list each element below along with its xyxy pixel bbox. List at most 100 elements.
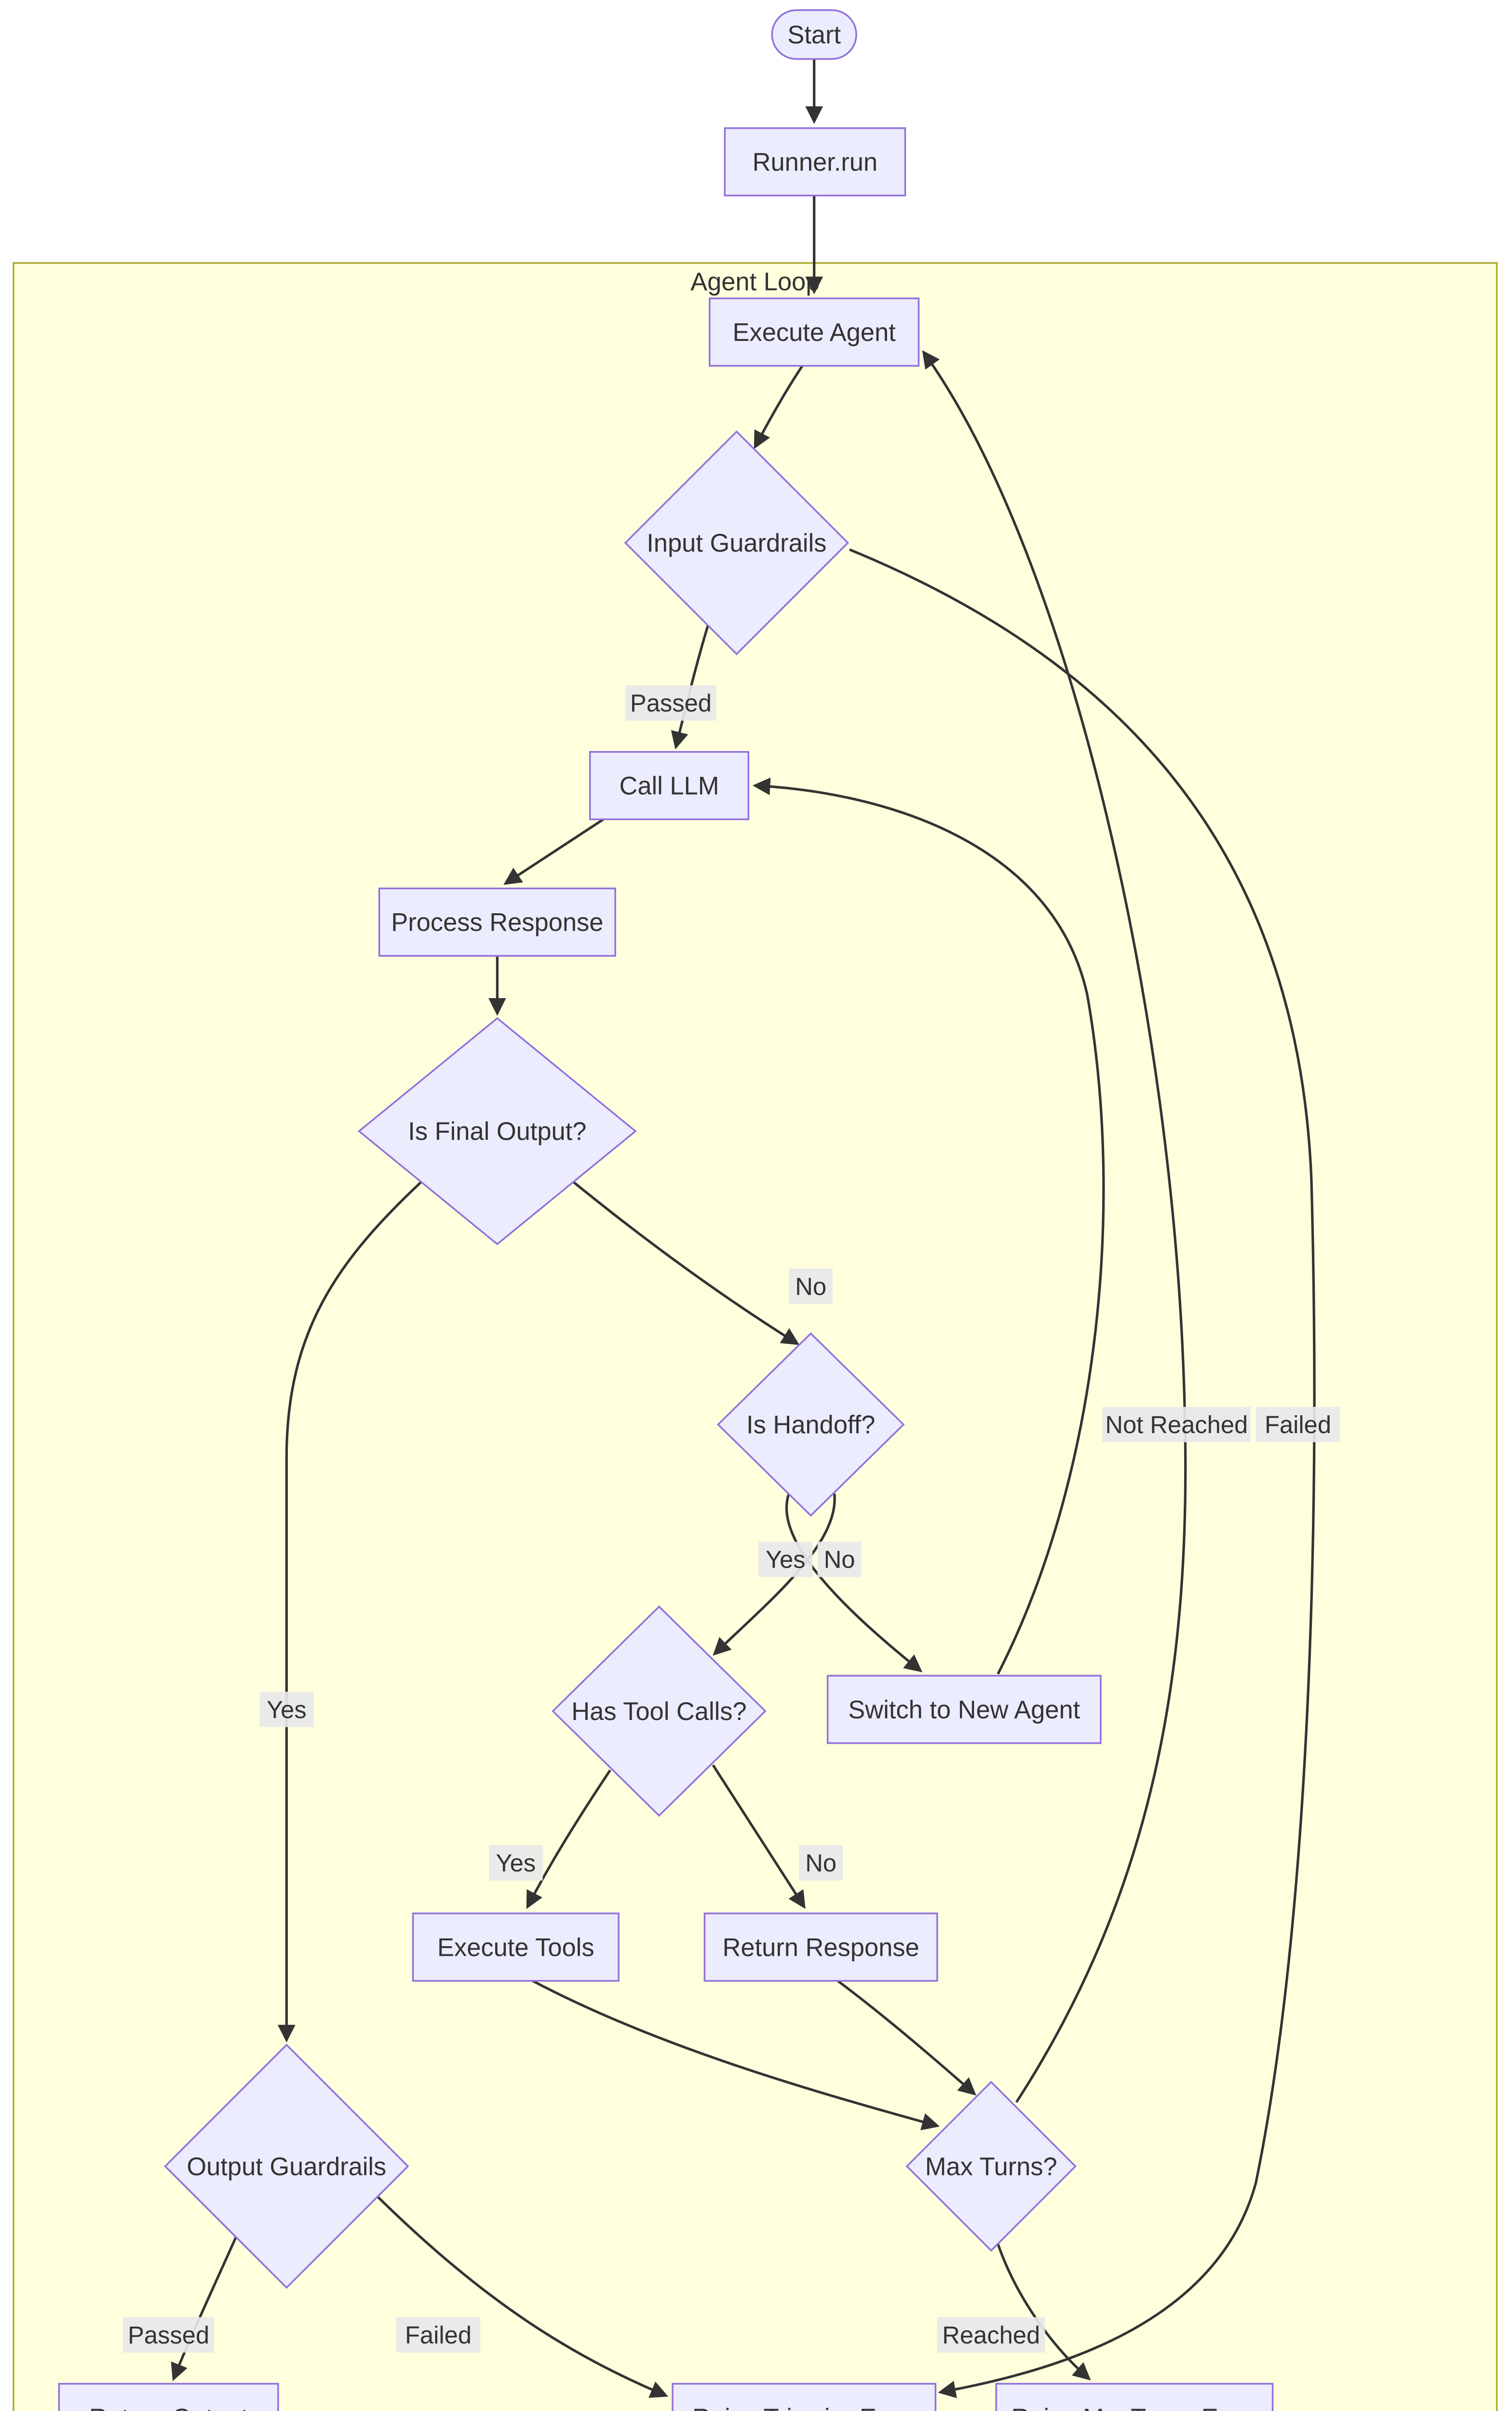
is-handoff-shape [716,1332,905,1517]
edge-label-bg [625,685,716,721]
edge-label-text: No [824,1546,855,1573]
return-response-shape [703,1912,938,1982]
is-final-output-shape [357,1017,637,1246]
edge-label-bg [799,1845,843,1881]
max-turns-shape [905,2081,1077,2252]
node-max-turns: Max Turns? [905,2081,1077,2252]
edge-has-tool-calls-return-response [712,1764,806,1909]
edge-label-text: Reached [942,2321,1040,2349]
edge-label-bg [488,1845,543,1881]
edge-label-bg [817,1542,862,1577]
node-call-llm: Call LLM [589,751,750,820]
edge-is-handoff-switch-new-agent [785,1493,923,1673]
edge-label-text: Yes [766,1546,806,1573]
node-runner-run: Runner.run [724,127,906,197]
node-is-handoff: Is Handoff? [716,1332,905,1517]
output-guardrails-label: Output Guardrails [187,2153,386,2181]
edge-max-turns-raise-maxturns [997,2243,1091,2381]
edge-max-turns-execute-agent [922,350,1187,2103]
edge-execute-tools-max-turns [532,1979,940,2130]
return-output-label: Return Output [89,2404,248,2411]
edge-label-bg [789,1268,833,1304]
max-turns-label: Max Turns? [925,2153,1057,2181]
edge-output-guardrails-return-output [171,2236,237,2382]
start-label: Start [787,21,841,49]
node-input-guardrails: Input Guardrails [624,430,850,655]
edge-input-guardrails-raise-tripwire [849,548,1316,2398]
is-handoff-label: Is Handoff? [746,1411,875,1439]
node-return-output: Return Output [58,2383,279,2411]
input-guardrails-label: Input Guardrails [647,529,826,557]
edge-output-guardrails-raise-tripwire [377,2195,669,2398]
edge-label-turns-not-reached: Not Reached [1102,1407,1251,1442]
execute-agent-shape [709,298,920,367]
edge-label-output-failed: Failed [396,2317,481,2353]
edge-is-final-output-output-guardrails [277,1180,422,2043]
node-execute-agent: Execute Agent [709,298,920,367]
execute-agent-label: Execute Agent [733,319,896,347]
edge-label-text: Failed [1265,1411,1331,1438]
execute-tools-shape [412,1912,620,1982]
has-tool-calls-shape [552,1605,767,1817]
return-output-shape [58,2383,279,2411]
raise-tripwire-error-shape [672,2383,937,2411]
node-return-response: Return Response [703,1912,938,1982]
edge-label-text: No [795,1273,826,1300]
input-guardrails-shape [624,430,850,655]
edge-label-text: Yes [267,1696,307,1723]
edge-label-text: Not Reached [1105,1411,1248,1438]
node-output-guardrails: Output Guardrails [164,2044,409,2289]
edge-label-final-no: No [789,1268,833,1304]
process-response-shape [378,887,616,957]
edge-label-handoff-no: No [817,1542,862,1577]
node-is-final-output: Is Final Output? [357,1017,637,1246]
raise-tripwire-error-label: Raise Tripwire Error [692,2404,916,2411]
start-shape [771,9,857,60]
node-execute-tools: Execute Tools [412,1912,620,1982]
edge-return-response-max-turns [837,1979,976,2096]
execute-tools-label: Execute Tools [437,1934,594,1962]
edge-label-turns-reached: Reached [937,2317,1045,2353]
call-llm-label: Call LLM [619,772,719,800]
node-switch-to-new-agent: Switch to New Agent [826,1675,1102,1744]
edge-label-final-yes: Yes [259,1692,314,1727]
output-guardrails-shape [164,2044,409,2289]
edge-label-bg [1256,1407,1340,1442]
edge-label-text: Passed [630,690,712,717]
node-process-response: Process Response [378,887,616,957]
edge-call-llm-process-response [503,818,605,885]
return-response-label: Return Response [723,1934,919,1962]
edge-has-tool-calls-execute-tools [526,1769,611,1909]
is-final-output-label: Is Final Output? [408,1118,586,1146]
edge-label-tools-no: No [799,1845,843,1881]
edge-label-bg [123,2317,215,2353]
edge-label-text: Passed [128,2321,209,2349]
edge-label-output-passed: Passed [123,2317,215,2353]
edge-label-handoff-yes: Yes [758,1542,813,1577]
switch-to-new-agent-label: Switch to New Agent [848,1696,1080,1724]
edge-label-text: Yes [496,1849,536,1877]
raise-maxturns-error-shape [995,2383,1274,2411]
node-raise-tripwire-error: Raise Tripwire Error [672,2383,937,2411]
process-response-label: Process Response [391,909,603,937]
node-start: Start [771,9,857,60]
edge-label-bg [259,1692,314,1727]
edge-label-tools-yes: Yes [488,1845,543,1881]
edge-label-input-passed: Passed [625,685,716,721]
nodes: Start Runner.run Execute Agent Input Gua… [58,9,1274,2411]
node-has-tool-calls: Has Tool Calls? [552,1605,767,1817]
edge-label-text: Failed [405,2321,472,2349]
edge-execute-agent-input-guardrails [754,365,804,449]
runner-run-shape [724,127,906,197]
edge-label-bg [1102,1407,1251,1442]
edge-label-bg [396,2317,481,2353]
edge-label-text: No [805,1849,837,1877]
edge-switch-new-agent-call-llm [752,777,1105,1675]
runner-run-label: Runner.run [753,149,878,176]
edge-labels: Passed No Yes Yes No Yes No Not Reached [123,685,1340,2353]
edge-label-input-failed: Failed [1256,1407,1340,1442]
